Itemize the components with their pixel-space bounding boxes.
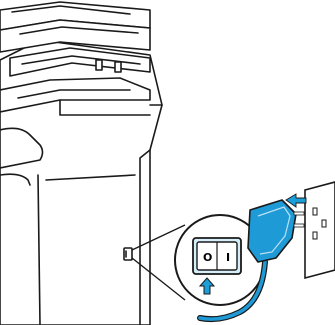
wall-outlet: [305, 182, 335, 278]
power-switch: O I: [193, 238, 241, 274]
printer-illustration: [0, 2, 162, 325]
switch-on-mark: I: [226, 251, 230, 264]
power-plug: [248, 200, 304, 262]
switch-off-mark: O: [203, 251, 212, 264]
arrow-left-icon: [286, 194, 306, 207]
power-switch-callout: O I: [132, 215, 265, 305]
